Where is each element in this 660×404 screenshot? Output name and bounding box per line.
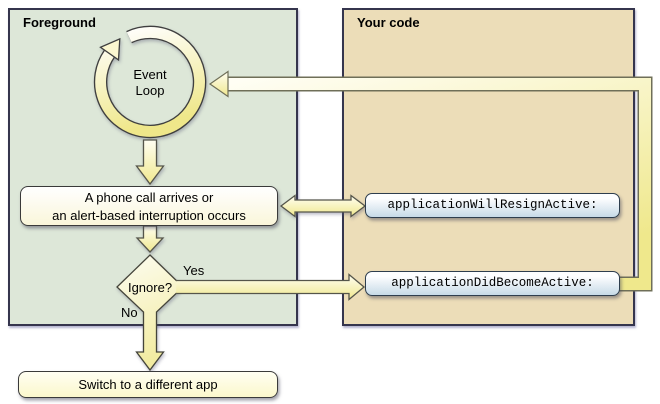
foreground-panel-title: Foreground (23, 15, 96, 30)
interruption-line1: A phone call arrives or (84, 190, 214, 205)
application-did-become-active-node: applicationDidBecomeActive: (365, 271, 620, 296)
foreground-panel: Foreground (8, 8, 298, 326)
switch-app-node: Switch to a different app (18, 371, 278, 398)
yes-edge-label: Yes (183, 263, 205, 278)
event-loop-label: Event Loop (133, 67, 167, 99)
interruption-line2: an alert-based interruption occurs (52, 208, 246, 224)
your-code-panel-title: Your code (357, 15, 420, 30)
interruption-node: A phone call arrives or an alert-based i… (20, 186, 278, 226)
no-edge-label: No (121, 305, 138, 320)
ignore-decision-label: Ignore? (127, 280, 173, 295)
application-will-resign-active-node: applicationWillResignActive: (365, 193, 620, 218)
